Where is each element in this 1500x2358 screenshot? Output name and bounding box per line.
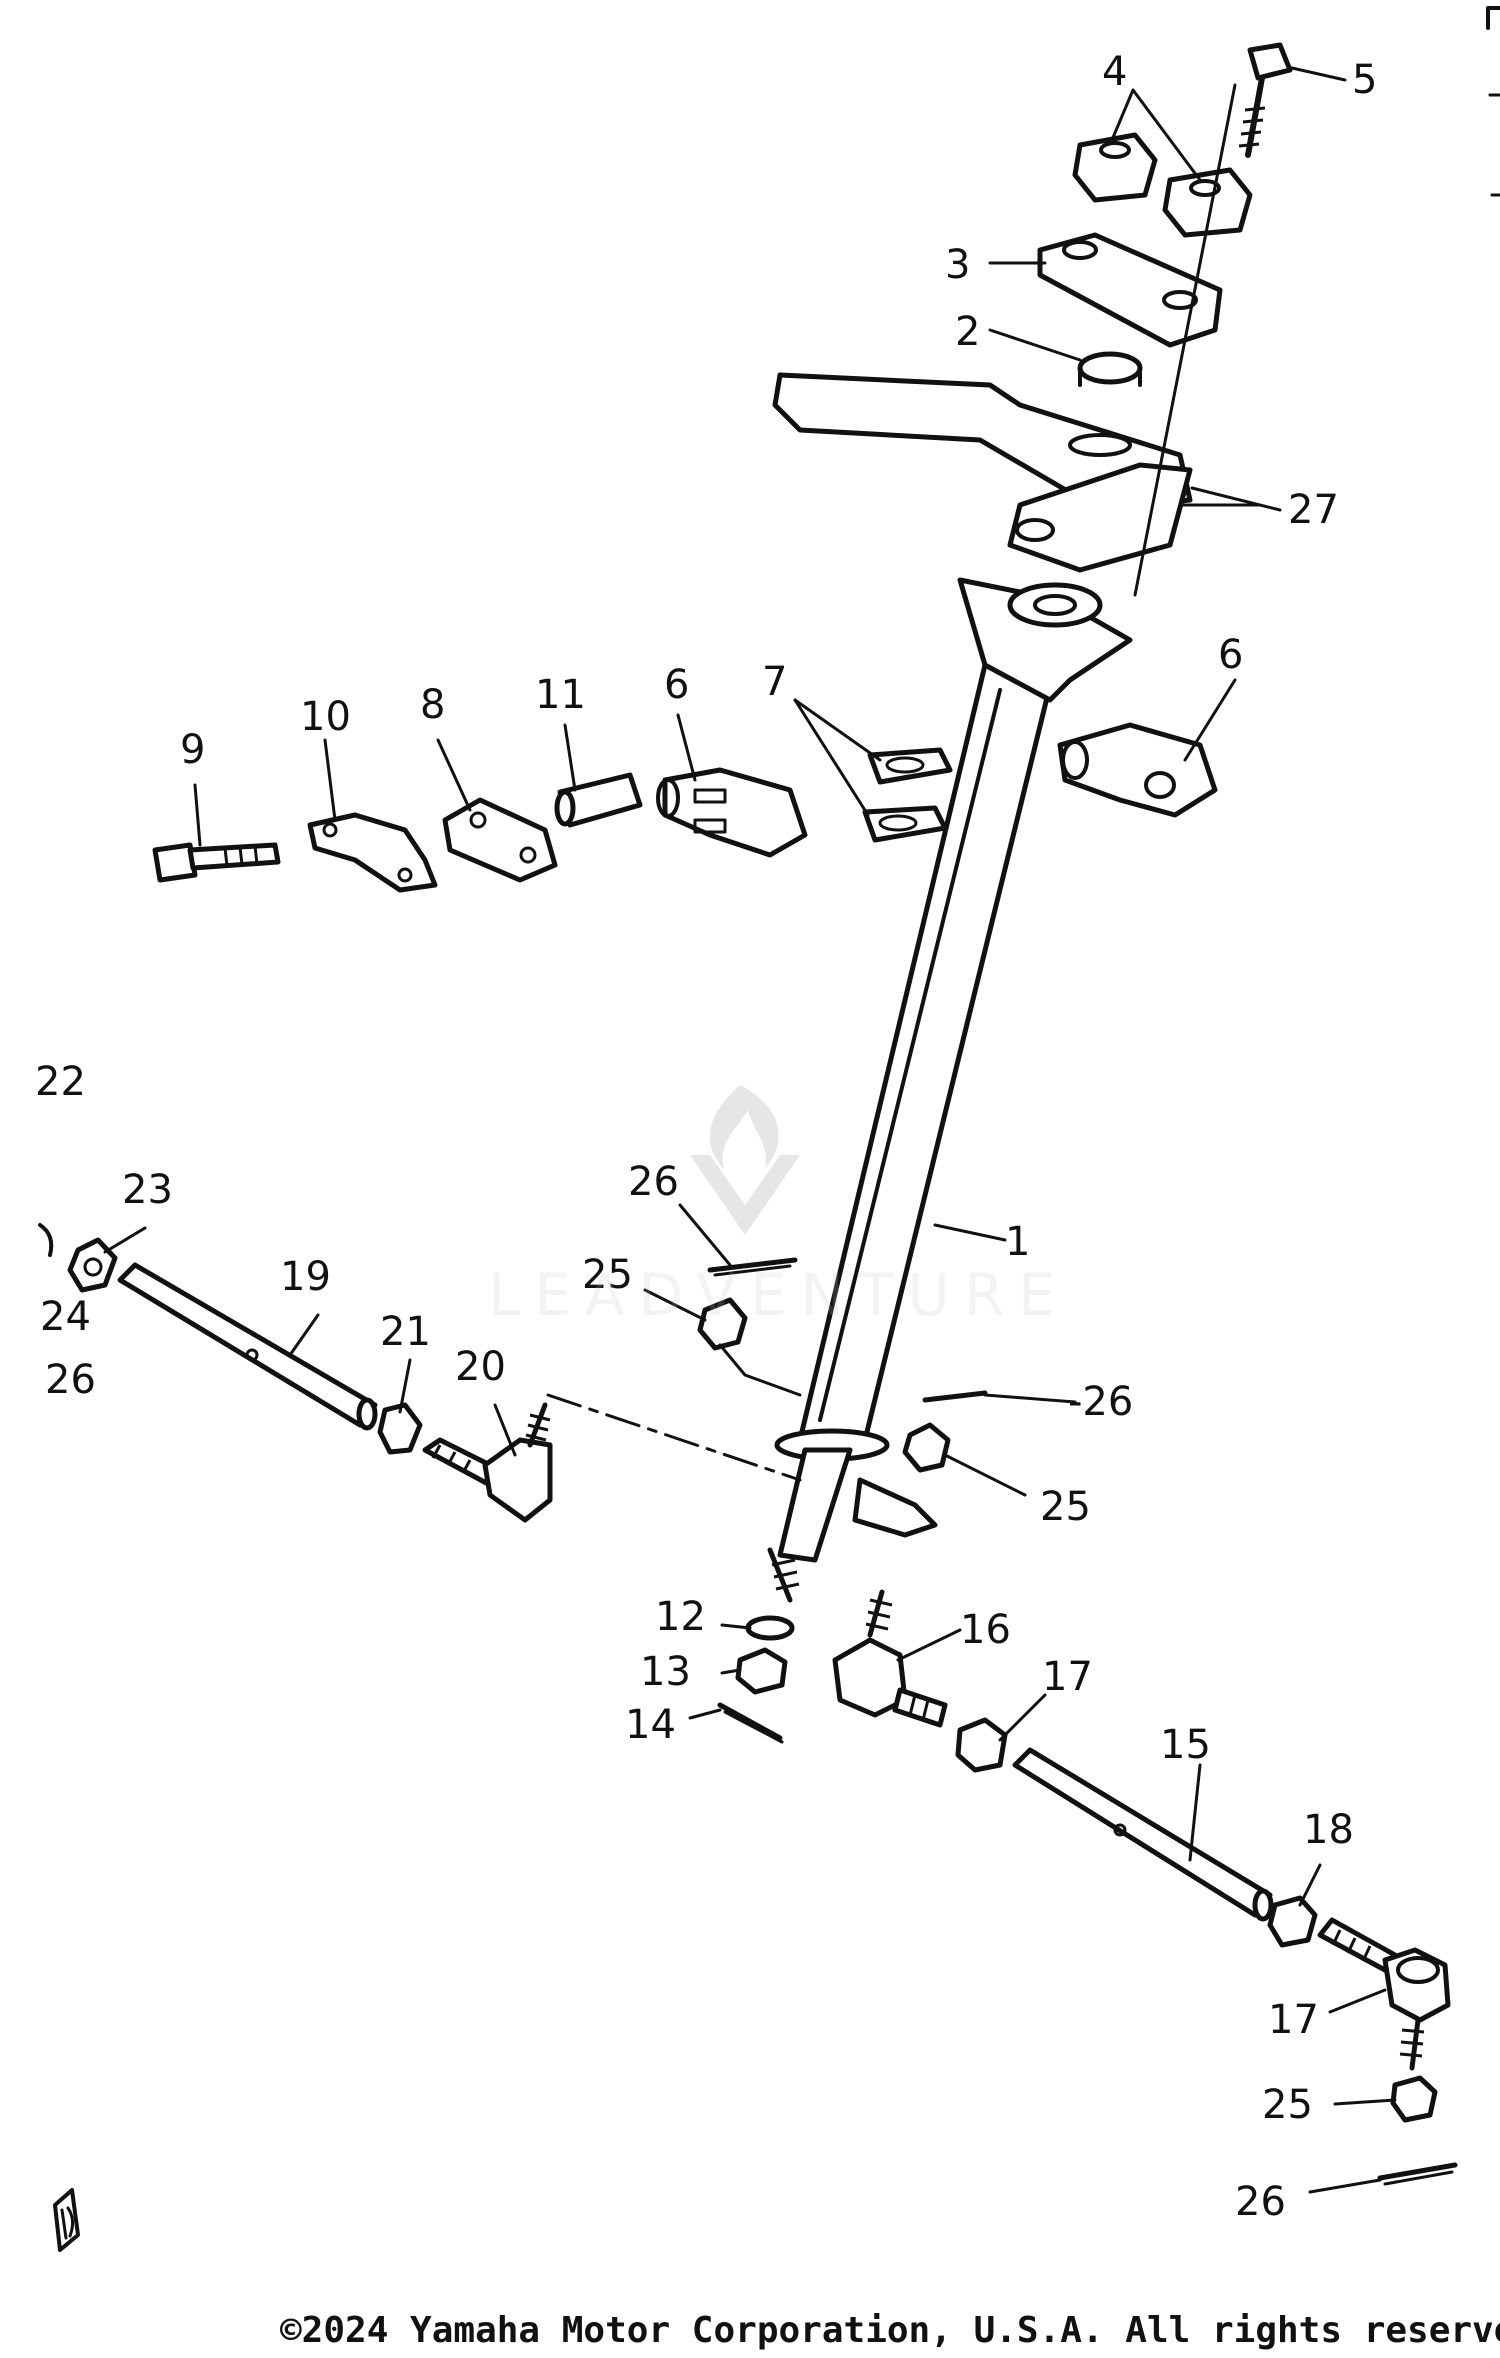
clamp-6-right [1057,722,1218,818]
part-label-25-left: 24 [40,1294,91,1340]
tie-rod-end-21 [422,1402,553,1523]
tie-rod-end-16 [832,1589,948,1728]
nut-17 [955,1717,1008,1773]
steering-shaft [767,577,1133,1603]
flame-icon [709,1085,779,1170]
part-label-26-lower: 26 [1235,2179,1286,2225]
part-label-19: 18 [1303,1807,1354,1853]
part-label-11: 11 [535,672,586,718]
part-label-27: 27 [1288,487,1339,533]
nut-19 [1267,1895,1318,1948]
nut-22 [377,1402,423,1455]
part-label-26-center: 26 [628,1159,679,1205]
part-label-18: 17 [1268,1997,1319,2043]
tie-rod-15 [1012,1747,1274,1922]
leader-lines [103,66,1397,2194]
collar [1077,351,1143,387]
part-label-1: 1 [1005,1219,1030,1265]
cotter-pin-26-right [922,1390,988,1403]
part-label-21: 20 [455,1344,506,1390]
part-label-10: 10 [300,694,351,740]
nut-25-lower [1390,2075,1438,2123]
part-label-22: 21 [380,1309,431,1355]
bracket-10 [307,812,438,893]
part-label-23: 22 [35,1059,86,1105]
part-label-7: 7 [762,659,787,705]
part-label-26-right: -26 [1068,1379,1133,1425]
part-label-5: 5 [1352,57,1377,103]
part-label-4: 4 [1102,49,1127,95]
svg-text:LEADVENTURE: LEADVENTURE [488,1261,1069,1329]
washer-12 [745,1615,795,1641]
part-label-6-right: 6 [1218,632,1243,678]
part-label-2: 2 [955,309,980,355]
bolt-9 [152,842,281,883]
part-label-13: 13 [640,1649,691,1695]
left-end-stub [38,1223,54,1257]
handlebar-holders [1072,132,1253,238]
corner-mark [1486,6,1500,197]
tie-rod-20 [117,1262,378,1431]
part-label-6-left: 6 [664,662,689,708]
part-label-25-right: 25 [1040,1484,1091,1530]
column-bracket [772,83,1237,597]
nut-13 [735,1647,788,1695]
part-label-14: 14 [625,1702,676,1748]
part-label-12: 12 [655,1594,706,1640]
part-label-20: 19 [280,1254,331,1300]
nut-25-right [902,1422,951,1473]
part-label-3: 3 [945,242,970,288]
cotter-pin-26-lower [1377,2162,1458,2186]
plate-8 [442,797,558,883]
leadventure-logo-icon [690,1155,800,1235]
part-label-15: 15 [1160,1722,1211,1768]
watermark: LEADVENTURE [488,1085,1069,1329]
part-label-24: 23 [122,1167,173,1213]
copyright-footer: ©2024 Yamaha Motor Corporation, U.S.A. A… [280,2310,1500,2351]
id-mark-icon [53,2188,80,2252]
nut-25-center [697,1297,748,1351]
nut-24 [67,1237,118,1293]
cotter-pin-26-center [707,1257,798,1277]
tie-rod-end-18 [1317,1917,1451,2071]
part-label-16: 16 [960,1607,1011,1653]
handlebar-bolt [1238,42,1293,158]
part-label-8: 8 [420,682,445,728]
spacer-11 [554,772,643,828]
part-label-26-left: 26 [45,1357,96,1403]
cotter-pin-14 [717,1702,784,1744]
part-label-25-center: 25 [582,1252,633,1298]
part-label-25-lower: 25 [1262,2082,1313,2128]
handlebar-lower-holder [1037,232,1223,348]
clamp-7 [862,747,953,843]
clamp-6-left [656,767,808,858]
part-label-17: 17 [1042,1654,1093,1700]
part-labels: 5 4 3 2 27 6 7 6 11 8 10 9 22 23 24 26 1… [35,49,1377,2225]
part-label-9: 9 [180,727,205,773]
